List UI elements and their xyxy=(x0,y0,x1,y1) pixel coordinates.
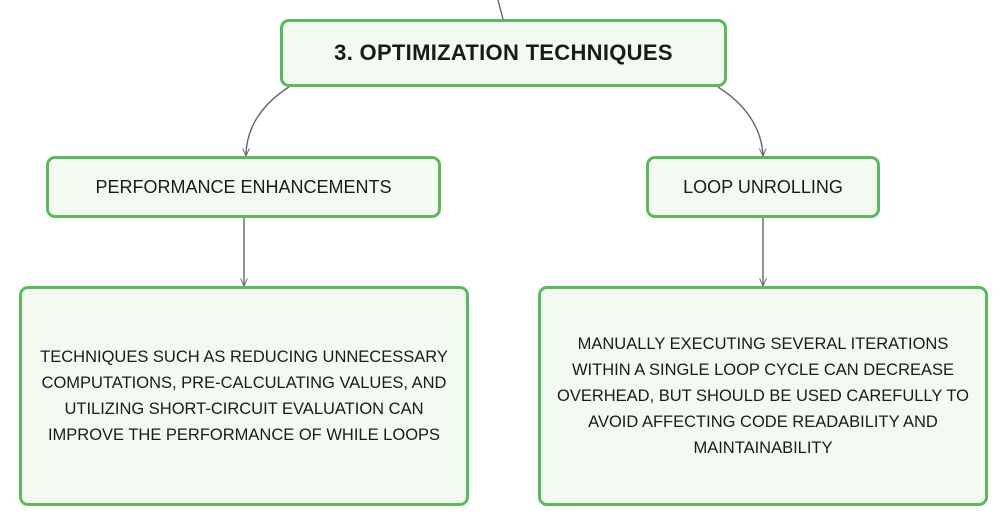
root-node[interactable]: 3. OPTIMIZATION TECHNIQUES xyxy=(280,19,727,87)
branch-node-performance-enhancements[interactable]: PERFORMANCE ENHANCEMENTS xyxy=(46,156,441,218)
connector-parent-to-root xyxy=(497,0,504,20)
branch-node-loop-unrolling[interactable]: LOOP UNROLLING xyxy=(646,156,880,218)
detail-node-loop-unrolling[interactable]: MANUALLY EXECUTING SEVERAL ITERATIONS WI… xyxy=(538,286,988,506)
connector-root-to-loop-unrolling xyxy=(717,86,763,156)
branch-node-label: PERFORMANCE ENHANCEMENTS xyxy=(95,176,392,197)
detail-node-performance-enhancements[interactable]: TECHNIQUES SUCH AS REDUCING UNNECESSARY … xyxy=(19,286,469,506)
root-node-label: 3. OPTIMIZATION TECHNIQUES xyxy=(334,40,673,65)
connector-root-to-performance xyxy=(246,86,290,156)
detail-node-text: MANUALLY EXECUTING SEVERAL ITERATIONS WI… xyxy=(556,335,969,457)
detail-node-text: TECHNIQUES SUCH AS REDUCING UNNECESSARY … xyxy=(40,348,448,444)
branch-node-label: LOOP UNROLLING xyxy=(683,176,843,197)
